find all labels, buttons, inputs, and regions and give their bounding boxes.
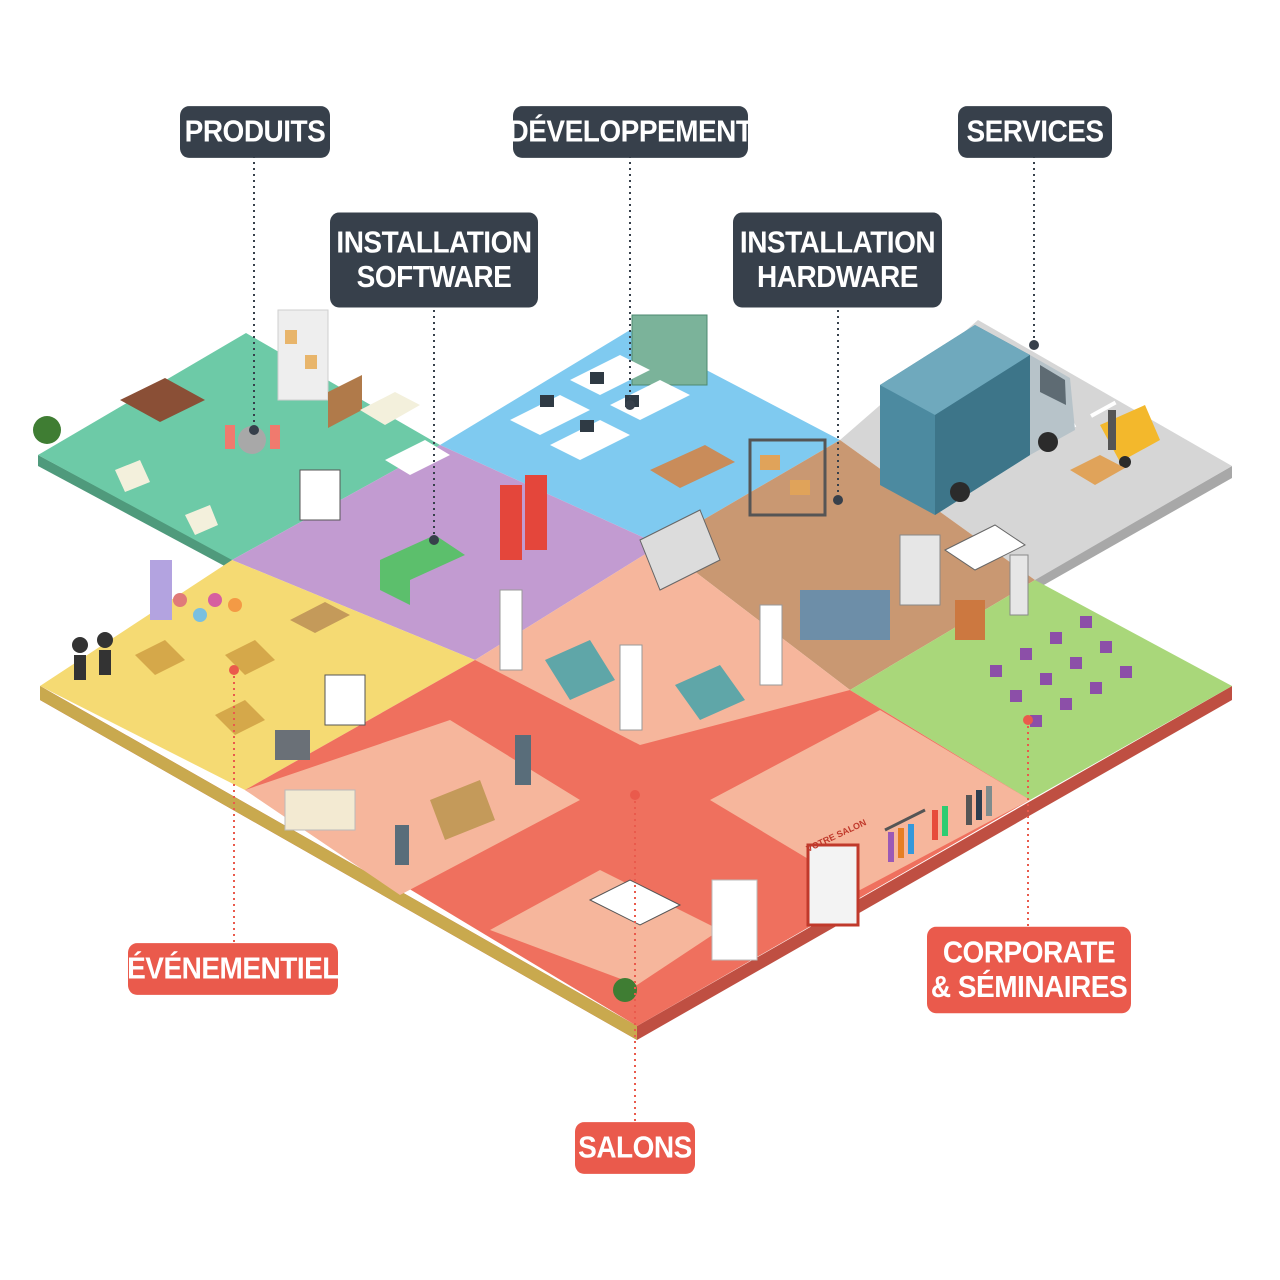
label-produits-text: PRODUITS — [184, 114, 326, 149]
forklift-icon — [1070, 405, 1160, 485]
label-installation-hardware: INSTALLATION HARDWARE — [733, 212, 942, 308]
installation-hardware-zone — [660, 440, 1035, 690]
label-evenementiel-text: ÉVÉNEMENTIEL — [127, 951, 339, 986]
floor-slab-edges — [38, 455, 1232, 1040]
leader-lines — [233, 156, 1035, 1124]
label-installation-hardware-line1: INSTALLATION — [739, 225, 936, 259]
label-installation-software-line1: INSTALLATION — [336, 225, 532, 259]
developpement-desks — [510, 314, 735, 488]
hardware-equipment — [639, 438, 1029, 640]
label-produits: PRODUITS — [180, 106, 330, 158]
developpement-zone — [440, 330, 840, 545]
salons-zone-light-front — [490, 870, 720, 985]
label-salons: SALONS — [575, 1122, 695, 1174]
label-services: SERVICES — [958, 106, 1112, 158]
label-installation-software-line2: SOFTWARE — [356, 260, 512, 294]
label-corporate-line2: & SÉMINAIRES — [930, 970, 1128, 1004]
label-salons-text: SALONS — [578, 1130, 692, 1165]
delivery-truck-icon — [880, 325, 1075, 515]
label-services-text: SERVICES — [966, 114, 1104, 149]
label-corporate-line1: CORPORATE — [942, 935, 1116, 969]
label-evenementiel: ÉVÉNEMENTIEL — [127, 943, 339, 995]
salon-stands — [284, 589, 860, 1002]
label-developpement-text: DÉVELOPPEMENT — [508, 114, 753, 149]
salons-zone-light-right — [710, 710, 1030, 890]
produits-furniture — [33, 309, 420, 535]
label-developpement: DÉVELOPPEMENT — [509, 106, 753, 158]
leader-dots — [229, 340, 1039, 800]
label-corporate-seminaires: CORPORATE & SÉMINAIRES — [927, 926, 1131, 1014]
software-kiosks — [299, 440, 547, 605]
clothing-racks — [884, 786, 992, 862]
seminar-seating — [990, 616, 1132, 727]
evenementiel-zone — [40, 560, 475, 790]
salons-zone-light-left — [245, 720, 580, 895]
corporate-zone — [850, 580, 1232, 800]
event-crowd — [72, 560, 366, 760]
label-installation-hardware-line2: HARDWARE — [757, 260, 918, 294]
label-installation-software: INSTALLATION SOFTWARE — [330, 212, 538, 308]
